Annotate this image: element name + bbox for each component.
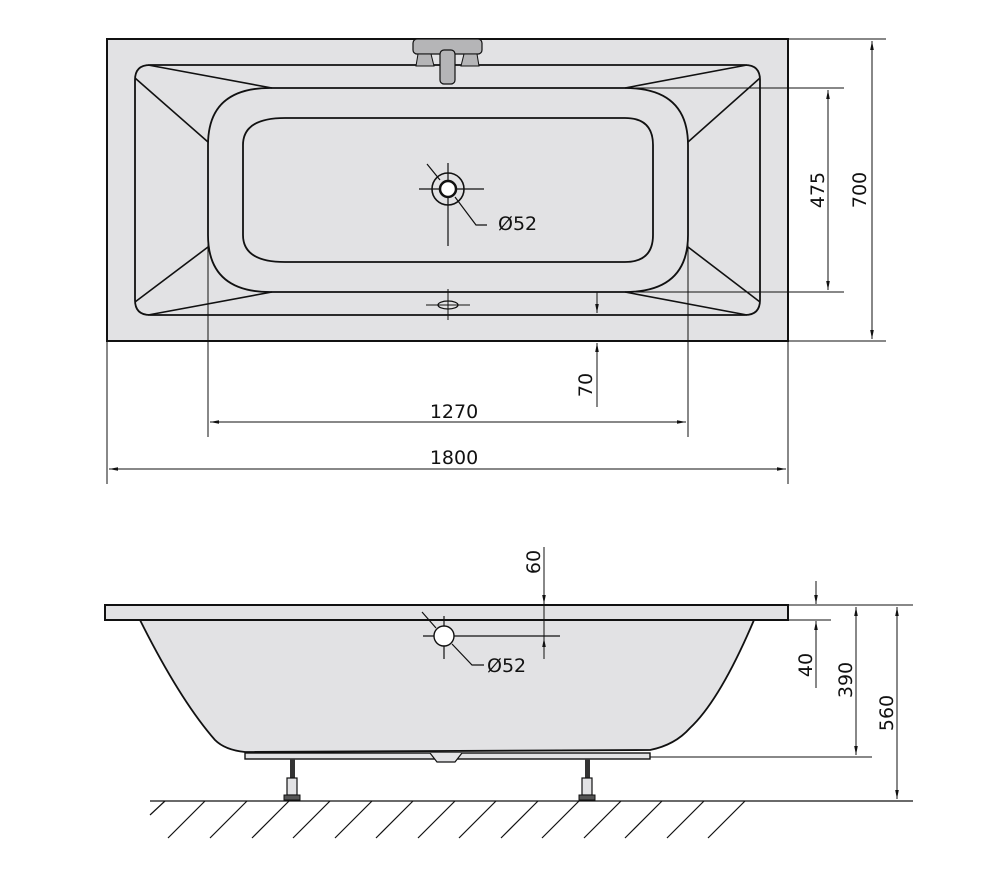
drain-offset-label: 70: [575, 373, 597, 397]
corner-slope-lines: [134, 64, 761, 316]
tap-icon: [412, 38, 483, 85]
height-dimension-lines: [650, 581, 913, 799]
width-dimension-lines: [625, 38, 886, 342]
leg-right-icon: [578, 759, 596, 801]
tub-side-rim: [104, 604, 789, 621]
side-view: Ø52 60 40 390 560: [104, 547, 913, 839]
length-dimension-lines: [106, 235, 789, 484]
overflow-offset-label: 60: [523, 550, 545, 574]
inner-width-label: 475: [807, 172, 829, 208]
drain-icon: [419, 163, 487, 246]
rim-thickness-label: 40: [795, 653, 817, 677]
total-height-label: 560: [876, 695, 898, 731]
overall-length-label: 1800: [430, 447, 478, 469]
inner-length-label: 1270: [430, 401, 478, 423]
top-view: Ø52 700 475 70: [106, 38, 886, 484]
tub-side-body: [138, 619, 756, 753]
overflow-icon: [426, 289, 470, 320]
tub-depth-label: 390: [835, 662, 857, 698]
drain-bulge: [429, 752, 463, 763]
tub-inner-floor: [242, 117, 654, 263]
overflow-side-icon: [421, 611, 560, 666]
overall-width-label: 700: [849, 172, 871, 208]
drain-diameter-label: Ø52: [498, 213, 537, 235]
floor-hatching: [149, 800, 913, 839]
leg-left-icon: [283, 759, 301, 801]
overflow-diameter-label: Ø52: [487, 655, 526, 677]
